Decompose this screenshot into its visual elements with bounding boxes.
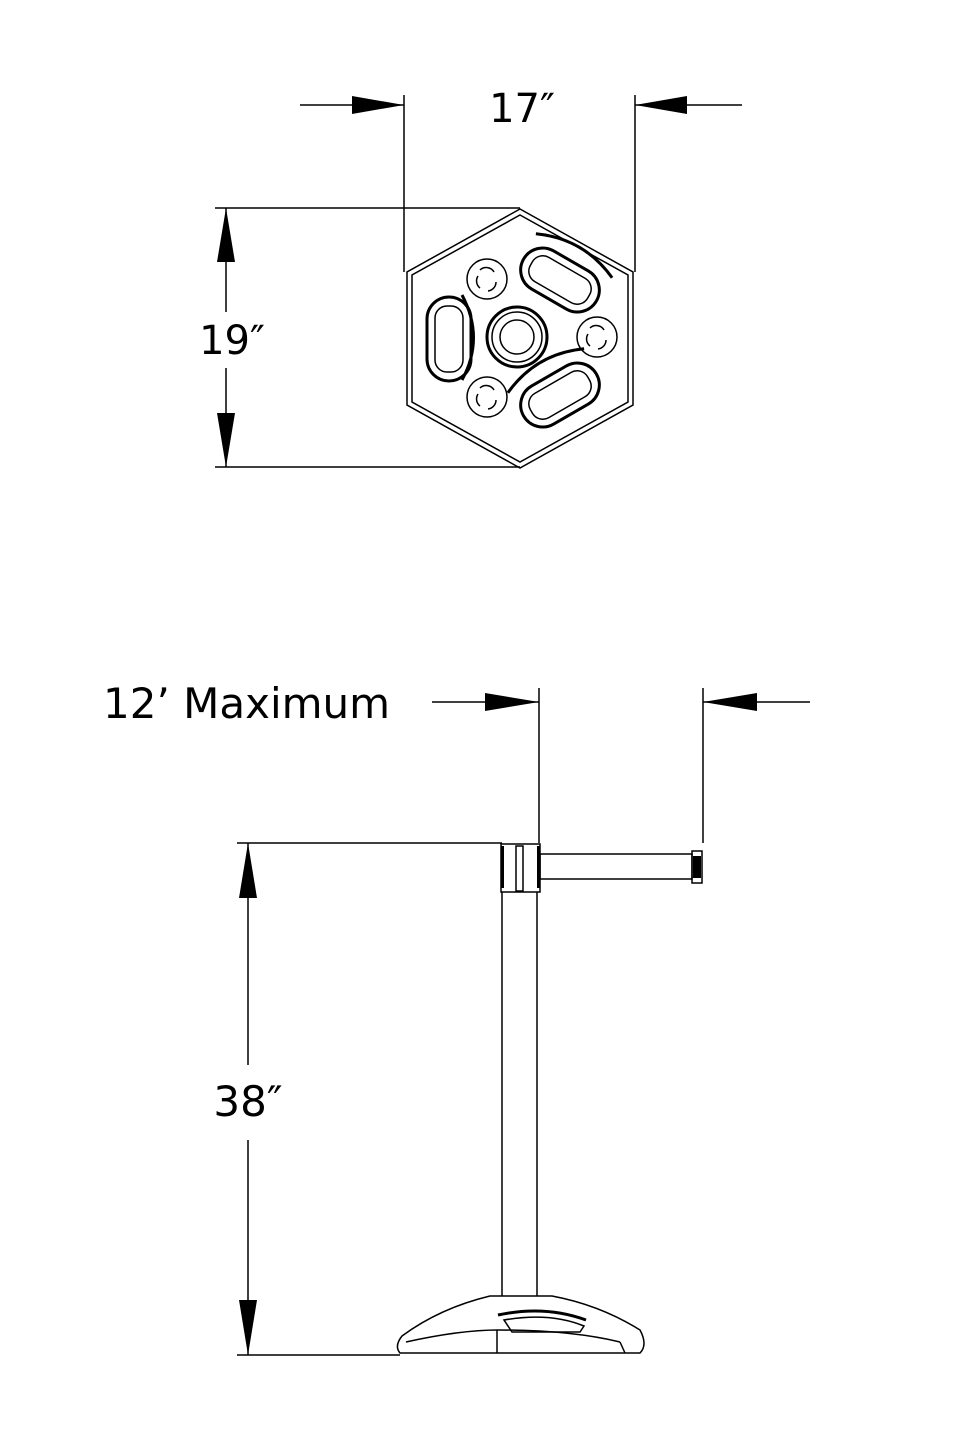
recycle-icon	[576, 316, 618, 358]
top-view: 17″ 19″	[199, 86, 742, 469]
arrow-down-icon	[239, 1300, 257, 1355]
arrow-left-icon	[635, 96, 687, 114]
width-dimension: 17″	[300, 86, 742, 272]
stanchion-post	[500, 843, 703, 1296]
height-label: 38″	[213, 1077, 282, 1126]
side-view: 12’ Maximum 38″	[103, 679, 810, 1356]
arrow-right-icon	[352, 96, 404, 114]
belt-dimension	[432, 688, 810, 843]
handle-slot-upper-right	[519, 232, 614, 314]
depth-dimension: 19″	[199, 207, 520, 468]
arrow-up-icon	[239, 843, 257, 898]
stanchion-base-side	[396, 1295, 645, 1354]
arrow-up-icon	[217, 208, 235, 262]
arrow-right-icon	[485, 693, 539, 711]
arrow-left-icon	[703, 693, 757, 711]
depth-label: 19″	[199, 318, 265, 364]
handle-slot-left	[425, 294, 475, 383]
hexagon-base-top	[406, 208, 634, 469]
handle-slot-lower-right	[506, 347, 601, 429]
belt-length-label: 12’ Maximum	[103, 679, 390, 728]
arrow-down-icon	[217, 413, 235, 467]
width-label: 17″	[489, 86, 555, 132]
height-dimension: 38″	[213, 842, 502, 1356]
recycle-icon	[466, 258, 508, 300]
recycle-icon	[466, 376, 508, 418]
